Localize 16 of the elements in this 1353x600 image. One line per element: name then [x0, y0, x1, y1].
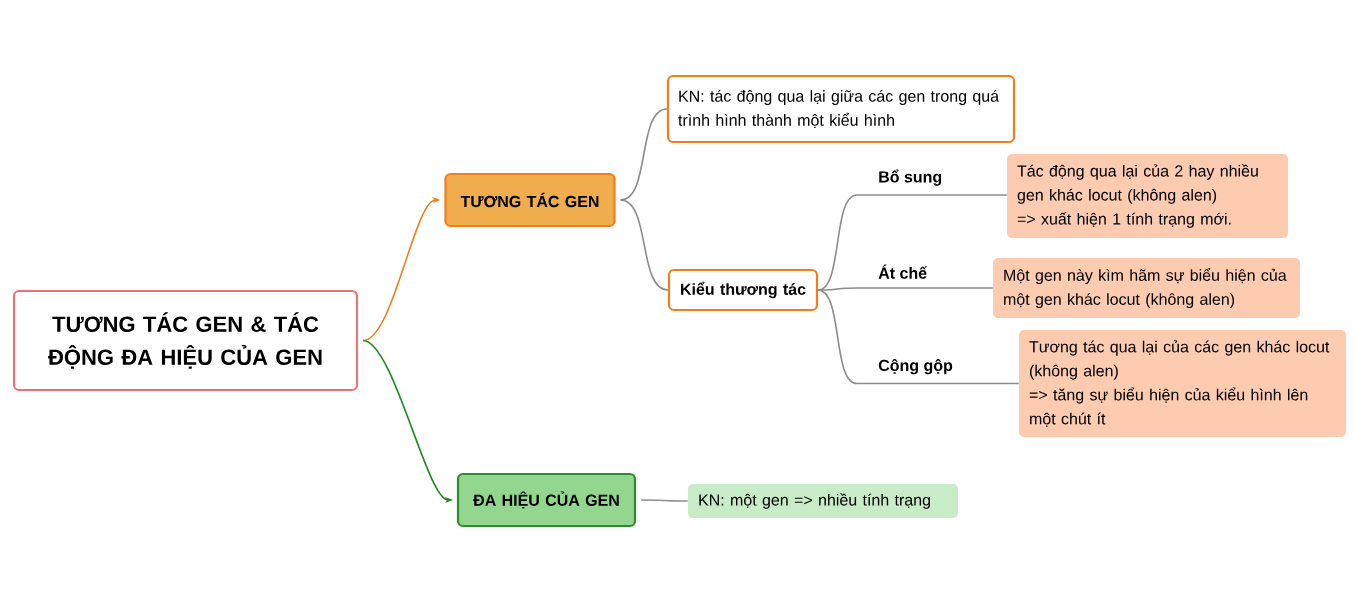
topic-box: ĐA HIỆU CỦA GEN — [456, 472, 637, 528]
topic-box: Kiểu thương tác — [667, 268, 819, 312]
edge-label: Cộng gộp — [878, 358, 953, 375]
branch-line — [817, 289, 1020, 385]
note-box: Tác động qua lại của 2 hay nhiều gen khác locut (không alen) => xuất hiện 1 tính trạng mới. — [1007, 154, 1288, 238]
note-box: KN: một gen => nhiều tính trạng — [688, 484, 958, 518]
note-box: Một gen này kìm hãm sự biểu hiện của một gen khác locut (không alen) — [993, 258, 1300, 318]
branch-line — [817, 287, 994, 291]
edge-label: Bổ sung — [879, 169, 942, 186]
branch-line — [619, 199, 669, 291]
edge-label: Át chế — [878, 264, 928, 279]
title-box: TƯƠNG TÁC GEN & TÁC ĐỘNG ĐA HIỆU CỦA GEN — [12, 289, 359, 392]
branch-line — [640, 499, 689, 502]
note-box: Tương tác qua lại của các gen khác locut (không alen) => tăng sự biểu hiện của kiểu hình lên một chút ít — [1019, 330, 1346, 437]
topic-box: KN: tác động qua lại giữa các gen trong quá trình hình thành một kiểu hình — [666, 74, 1016, 144]
topic-box: TƯƠNG TÁC GEN — [444, 172, 616, 228]
